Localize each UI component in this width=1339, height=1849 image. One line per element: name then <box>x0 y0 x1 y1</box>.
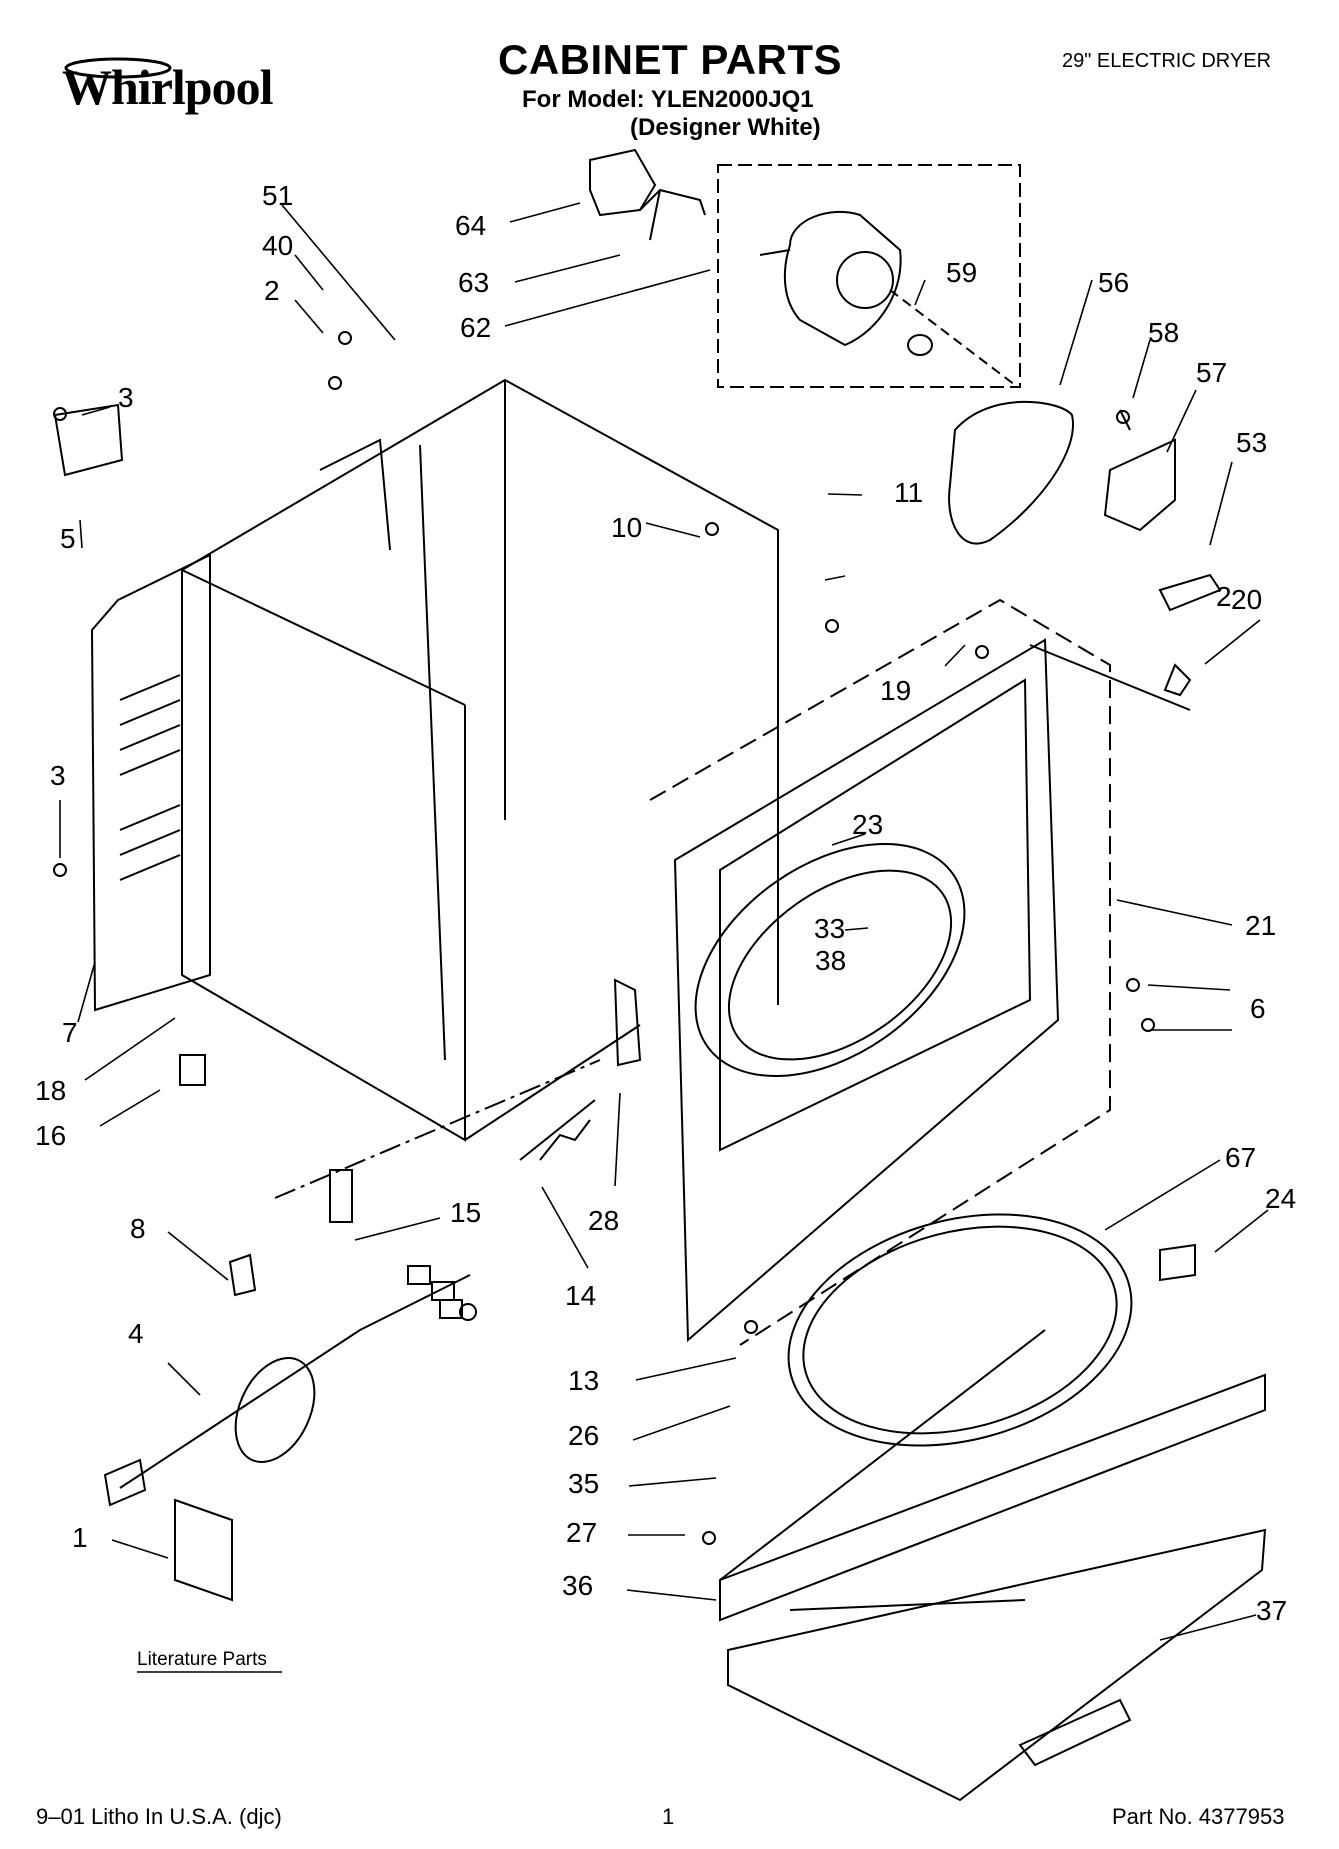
callout-1: 1 <box>72 1522 88 1553</box>
callout-56: 56 <box>1098 267 1129 298</box>
callout-19: 19 <box>880 675 911 706</box>
page-title: CABINET PARTS <box>498 36 843 83</box>
callout-57: 57 <box>1196 357 1227 388</box>
callout-36: 36 <box>562 1570 593 1601</box>
callout-2: 2 <box>264 275 280 306</box>
callout-18: 18 <box>35 1075 66 1106</box>
callout-40: 40 <box>262 230 293 261</box>
callout-14: 14 <box>565 1280 596 1311</box>
diagram-linework <box>53 57 1267 1802</box>
callout-4: 4 <box>128 1318 144 1349</box>
callout-58: 58 <box>1148 317 1179 348</box>
callout-26: 26 <box>568 1420 599 1451</box>
callout-23: 23 <box>852 809 883 840</box>
callout-24: 24 <box>1265 1183 1296 1214</box>
footer-part-number: Part No. 4377953 <box>1112 1804 1285 1829</box>
callout-33: 33 <box>814 913 845 944</box>
callout-27: 27 <box>566 1517 597 1548</box>
callout-62: 62 <box>460 312 491 343</box>
callout-8: 8 <box>130 1213 146 1244</box>
callout-37: 37 <box>1256 1595 1287 1626</box>
callout-5: 5 <box>60 523 76 554</box>
callout-7: 7 <box>62 1017 78 1048</box>
literature-parts-label: Literature Parts <box>137 1649 267 1670</box>
callout-13: 13 <box>568 1365 599 1396</box>
whirlpool-logo: Whirlpool <box>62 59 273 115</box>
callout-28: 28 <box>588 1205 619 1236</box>
model-line: For Model: YLEN2000JQ1 <box>522 86 814 113</box>
callout-11: 11 <box>894 477 923 508</box>
callout-3: 3 <box>118 382 134 413</box>
product-label: 29" ELECTRIC DRYER <box>1062 50 1272 72</box>
callout-53: 53 <box>1236 427 1267 458</box>
callout-15: 15 <box>450 1197 481 1228</box>
footer-page-number: 1 <box>662 1804 675 1829</box>
callout-2: 2 <box>1216 581 1232 612</box>
callout-10: 10 <box>611 512 642 543</box>
footer-litho: 9–01 Litho In U.S.A. (djc) <box>36 1804 282 1829</box>
callout-35: 35 <box>568 1468 599 1499</box>
callout-51: 51 <box>262 180 293 211</box>
callout-64: 64 <box>455 210 486 241</box>
callout-59: 59 <box>946 257 977 288</box>
callout-63: 63 <box>458 267 489 298</box>
callout-38: 38 <box>815 945 846 976</box>
leader-lines <box>59 202 1269 1641</box>
callout-21: 21 <box>1245 910 1276 941</box>
color-line: (Designer White) <box>630 114 821 141</box>
callout-20: 20 <box>1231 584 1262 615</box>
callout-6: 6 <box>1250 993 1266 1024</box>
callout-16: 16 <box>35 1120 66 1151</box>
callout-3: 3 <box>50 760 66 791</box>
callout-67: 67 <box>1225 1142 1256 1173</box>
